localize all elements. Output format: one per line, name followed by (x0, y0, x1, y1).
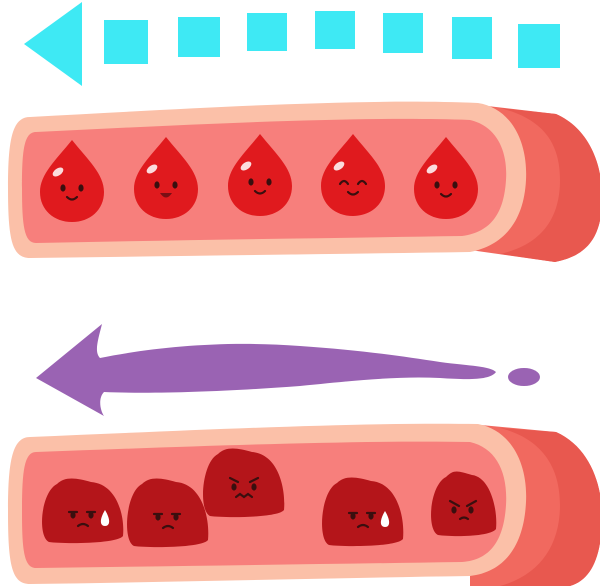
arrow-dash (178, 17, 220, 57)
eye (173, 513, 179, 521)
mouth (234, 492, 254, 499)
healthy-cells-group (40, 134, 478, 222)
blood-cell-drop (321, 134, 385, 216)
clump-body (127, 478, 209, 548)
eye (172, 181, 178, 189)
eye (356, 179, 368, 186)
clump-body (203, 448, 285, 518)
blood-cell-drop (40, 140, 104, 222)
eye (251, 483, 257, 491)
happy-eyes-closed-face (338, 179, 368, 196)
blood-cell-clump (203, 448, 285, 518)
eye (368, 512, 374, 520)
eye (451, 506, 457, 514)
brow (448, 499, 461, 508)
eye (155, 513, 161, 521)
brow (465, 499, 478, 508)
eye (60, 184, 66, 192)
clumped-cells-group (42, 448, 497, 548)
eye (154, 181, 160, 189)
shine (333, 161, 345, 171)
wavy-arrow-left-icon (36, 324, 496, 416)
shine (146, 164, 158, 174)
mouth (65, 195, 79, 201)
blood-cell-drop (134, 137, 198, 219)
mouth (161, 524, 175, 530)
clump-body (42, 478, 124, 544)
eye (350, 512, 356, 520)
mouth (439, 192, 453, 198)
eye (78, 184, 84, 192)
dashed-arrow-left-icon (24, 2, 82, 86)
eye (248, 178, 254, 186)
eye (452, 181, 458, 189)
fast-flow-arrow (24, 2, 560, 86)
vessel-end-shade (500, 428, 600, 586)
mouth (160, 193, 172, 198)
eye (266, 178, 272, 186)
eye (338, 179, 350, 186)
blood-cell-clump (127, 478, 209, 548)
distressed-face (448, 499, 478, 521)
eye (231, 483, 237, 491)
shine (52, 167, 64, 177)
eye (88, 511, 94, 519)
eye (468, 506, 474, 514)
eye (70, 511, 76, 519)
arrow-dash (452, 17, 492, 59)
arrow-dash (518, 24, 560, 68)
mouth (356, 523, 370, 529)
slow-flow-arrow (36, 324, 540, 416)
drop-body (321, 134, 385, 216)
smile-face (434, 181, 458, 198)
arrow-dash (315, 11, 355, 49)
worried-face (228, 476, 260, 499)
blood-cell-drop (228, 134, 292, 216)
smile-face (60, 184, 84, 201)
sweat-drop-icon (380, 511, 390, 527)
tired-sweat-face (347, 511, 390, 529)
grin-open-face (154, 181, 178, 198)
shine (426, 164, 438, 174)
arrow-dash (383, 13, 423, 53)
sweat-drop-icon (100, 510, 110, 526)
drop-body (134, 137, 198, 219)
drop-body (228, 134, 292, 216)
arrow-dash (247, 13, 287, 51)
drop-body (40, 140, 104, 222)
vessel-end-shade (500, 108, 600, 262)
clump-body (322, 477, 404, 547)
sad-face (152, 512, 182, 530)
drop-body (414, 137, 478, 219)
mouth (346, 190, 360, 196)
blood-cell-clump (322, 477, 404, 547)
blood-cell-clump (431, 471, 497, 537)
mouth (76, 522, 90, 528)
arrow-tail-dot (508, 368, 540, 386)
brow (228, 476, 240, 484)
shine (240, 161, 252, 171)
smile-face (248, 178, 272, 195)
tired-sweat-face (67, 510, 110, 528)
mouth (253, 189, 267, 195)
arrow-dash (104, 20, 148, 64)
mouth (458, 516, 470, 521)
clump-body (431, 471, 497, 537)
eye (434, 181, 440, 189)
brow (248, 476, 260, 484)
blood-cell-clump (42, 478, 124, 544)
blood-cell-drop (414, 137, 478, 219)
